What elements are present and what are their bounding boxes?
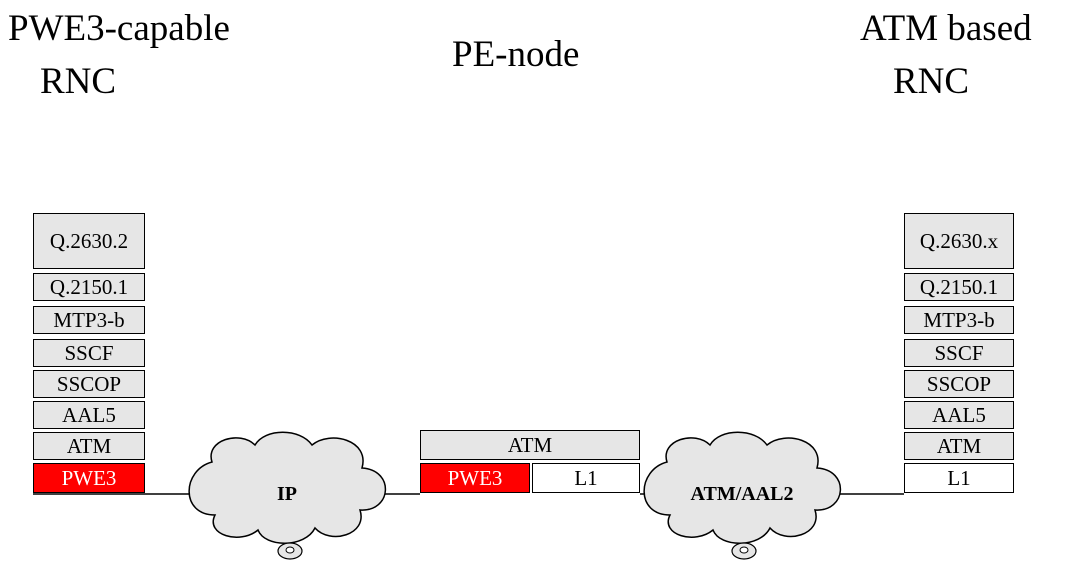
right-node-title-line2: RNC (893, 61, 970, 102)
right-layer-sscf: SSCF (904, 339, 1014, 367)
left-node-title-line2: RNC (40, 61, 117, 102)
right-layer-q2150: Q.2150.1 (904, 273, 1014, 301)
right-layer-atm: ATM (904, 432, 1014, 460)
ip-cloud-label: IP (277, 483, 297, 505)
atm-aal2-cloud-icon (643, 431, 842, 560)
pe-layer-l1: L1 (532, 463, 640, 493)
right-node-title-line1: ATM based (860, 8, 1032, 49)
pe-layer-atm: ATM (420, 430, 640, 460)
left-layer-atm: ATM (33, 432, 145, 460)
pe-layer-pwe3: PWE3 (420, 463, 530, 493)
left-layer-aal5: AAL5 (33, 401, 145, 429)
left-layer-sscf: SSCF (33, 339, 145, 367)
left-layer-q2150: Q.2150.1 (33, 273, 145, 301)
left-layer-q2630: Q.2630.2 (33, 213, 145, 269)
right-layer-q2630: Q.2630.x (904, 213, 1014, 269)
left-node-title-line1: PWE3-capable (8, 8, 230, 49)
right-layer-mtp3b: MTP3-b (904, 306, 1014, 334)
left-layer-sscop: SSCOP (33, 370, 145, 398)
left-layer-pwe3: PWE3 (33, 463, 145, 493)
atm-aal2-cloud-label: ATM/AAL2 (691, 483, 794, 505)
right-layer-aal5: AAL5 (904, 401, 1014, 429)
center-node-title: PE-node (452, 34, 580, 75)
right-layer-l1: L1 (904, 463, 1014, 493)
ip-cloud-icon (188, 431, 387, 560)
right-layer-sscop: SSCOP (904, 370, 1014, 398)
left-layer-mtp3b: MTP3-b (33, 306, 145, 334)
